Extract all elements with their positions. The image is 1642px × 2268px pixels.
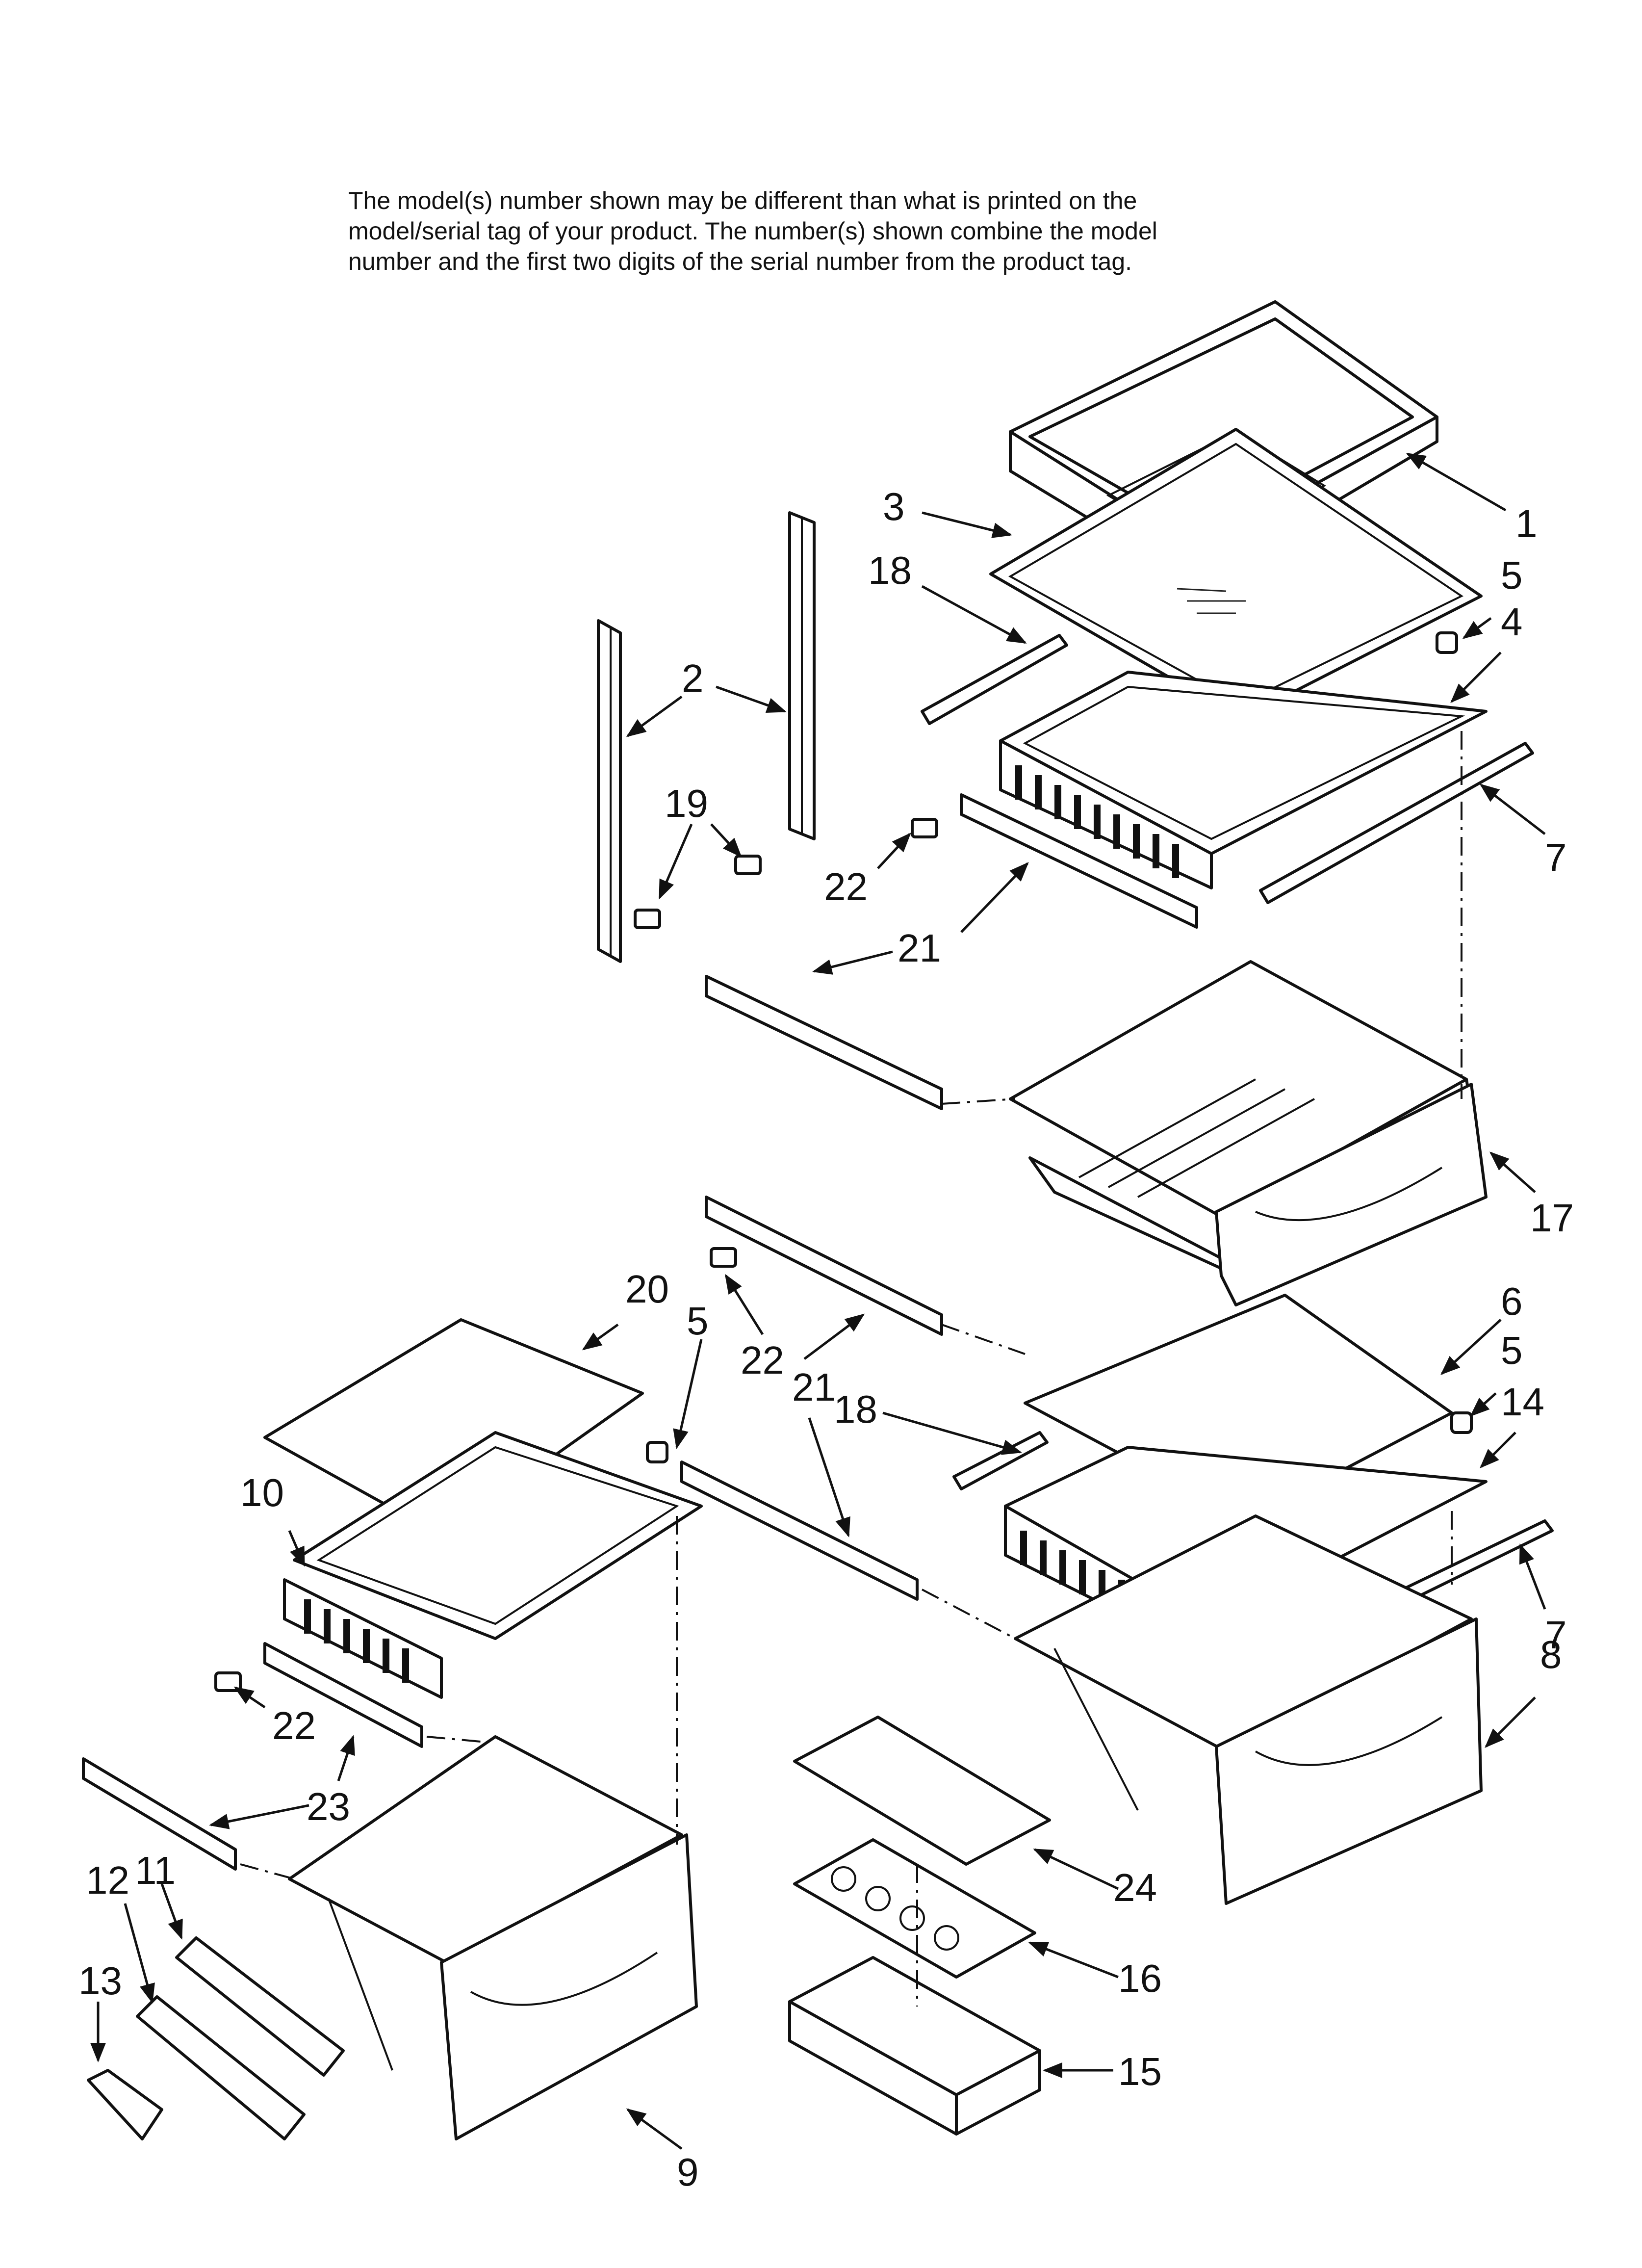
callout-23: 23 [307, 1785, 350, 1828]
callout-17: 17 [1530, 1196, 1574, 1240]
part-18-trim-upper [921, 634, 1068, 725]
callout-21-upper: 21 [898, 926, 941, 970]
part-5-caps-lower [646, 1411, 1473, 1463]
part-10-cover-frame [283, 1431, 703, 1699]
callout-22-lower: 22 [272, 1704, 316, 1747]
callout-1: 1 [1515, 502, 1538, 546]
disclaimer-note: The model(s) number shown may be differe… [348, 185, 1525, 277]
callout-8: 8 [1540, 1633, 1562, 1676]
callout-4: 4 [1501, 600, 1523, 644]
part-8-lower-drawer [1014, 1514, 1483, 1905]
note-line-3: number and the first two digits of the s… [348, 248, 1132, 275]
callout-11: 11 [135, 1849, 176, 1892]
part-15-bin [788, 1956, 1041, 2136]
callout-14: 14 [1501, 1380, 1544, 1424]
part-5-cap-upper [1436, 631, 1458, 654]
part-21-slides [680, 793, 1198, 1601]
part-19-screws [634, 855, 762, 929]
part-4-cover-frame [999, 671, 1488, 889]
callout-9: 9 [677, 2150, 699, 2194]
callout-2: 2 [682, 656, 704, 700]
callout-22-mid: 22 [741, 1338, 784, 1382]
callout-22-upper: 22 [824, 865, 868, 909]
callout-5-left: 5 [687, 1299, 709, 1343]
callout-5-upper: 5 [1501, 553, 1523, 597]
callout-24: 24 [1113, 1866, 1157, 1909]
callout-19: 19 [665, 782, 708, 825]
part-17-upper-drawer [1009, 960, 1488, 1306]
part-16-egg-tray [793, 1838, 1036, 1979]
callout-12: 12 [86, 1858, 129, 1902]
part-2-mullion-left [597, 619, 622, 963]
note-line-2: model/serial tag of your product. The nu… [348, 217, 1157, 245]
assembly-lines [240, 731, 1462, 2007]
part-18-trim-lower [952, 1431, 1049, 1490]
part-9-lower-drawer [288, 1735, 698, 2140]
callout-10: 10 [240, 1471, 284, 1514]
part-3-glass-shelf [989, 428, 1483, 720]
callout-7-lower: 7 [1545, 1613, 1567, 1657]
part-11-handle-insert [175, 1936, 345, 2077]
part-23-slides [82, 1642, 423, 1871]
callout-16: 16 [1118, 1956, 1162, 2000]
part-22-screws [214, 818, 938, 1692]
callout-5-right: 5 [1501, 1329, 1523, 1372]
part-7-rail-upper [1259, 742, 1534, 904]
callout-20: 20 [625, 1267, 669, 1311]
callout-18-lower: 18 [834, 1387, 877, 1431]
callout-15: 15 [1118, 2050, 1162, 2093]
callout-3: 3 [883, 485, 905, 528]
callout-labels: 1 3 18 5 4 7 2 19 22 21 17 20 5 22 21 18… [78, 485, 1574, 2194]
leader-arrows [90, 452, 1546, 2150]
callout-7-upper: 7 [1545, 835, 1567, 879]
part-24-tray-lid [793, 1716, 1051, 1866]
callout-21-mid: 21 [792, 1365, 836, 1409]
part-2-mullion-right [788, 511, 816, 840]
callout-6: 6 [1501, 1279, 1523, 1323]
part-13-end-cap [87, 2069, 163, 2140]
note-line-1: The model(s) number shown may be differe… [348, 187, 1137, 214]
callout-13: 13 [78, 1959, 122, 2003]
callout-18-upper: 18 [868, 548, 912, 592]
